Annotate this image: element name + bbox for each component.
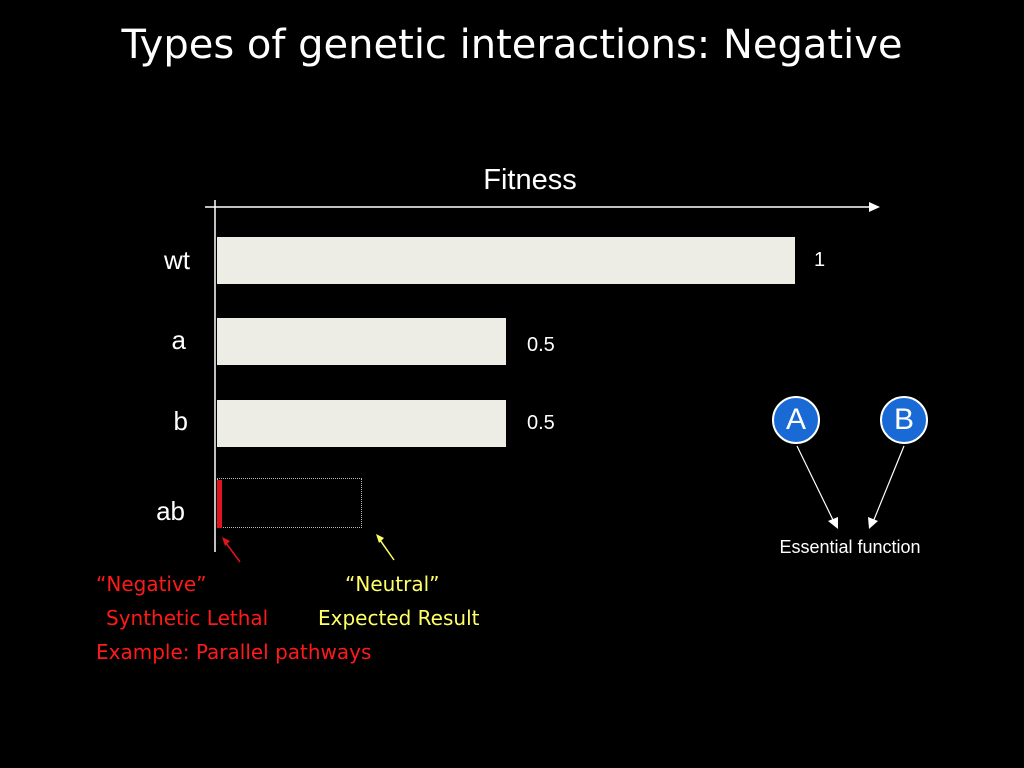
observed-bar-ab bbox=[217, 480, 222, 528]
expected-bar-ab bbox=[217, 478, 362, 528]
expected-result-label: Expected Result bbox=[318, 606, 480, 630]
row-label-a: a bbox=[171, 325, 186, 355]
neutral-pointer-arrow bbox=[379, 539, 395, 561]
negative-label: “Negative” bbox=[96, 572, 207, 596]
node-a: A bbox=[772, 396, 820, 444]
synthetic-lethal-label: Synthetic Lethal bbox=[106, 606, 269, 630]
slide-title: Types of genetic interactions: Negative bbox=[121, 22, 903, 68]
value-wt: 1 bbox=[814, 249, 826, 271]
neutral-label: “Neutral” bbox=[345, 572, 440, 596]
arrowhead-a bbox=[828, 517, 838, 529]
row-label-ab: ab bbox=[156, 496, 185, 526]
neutral-pointer-head bbox=[376, 534, 384, 543]
negative-pointer-head bbox=[222, 537, 230, 546]
arrowhead-b bbox=[868, 517, 878, 529]
row-label-wt: wt bbox=[164, 245, 190, 275]
value-a: 0.5 bbox=[527, 334, 555, 356]
fitness-axis-label: Fitness bbox=[483, 164, 577, 196]
value-b: 0.5 bbox=[527, 412, 555, 434]
fitness-bar-a bbox=[217, 318, 506, 365]
fitness-bar-b bbox=[217, 400, 506, 447]
fitness-arrowhead bbox=[869, 202, 880, 212]
example-label: Example: Parallel pathways bbox=[96, 640, 372, 664]
fitness-bar-wt bbox=[217, 237, 795, 284]
arrow-a-to-essential bbox=[796, 445, 835, 523]
essential-function-label: Essential function bbox=[779, 537, 921, 557]
row-label-b: b bbox=[173, 406, 188, 436]
arrow-b-to-essential bbox=[872, 445, 905, 523]
node-b: B bbox=[880, 396, 928, 444]
negative-pointer-arrow bbox=[225, 542, 241, 563]
